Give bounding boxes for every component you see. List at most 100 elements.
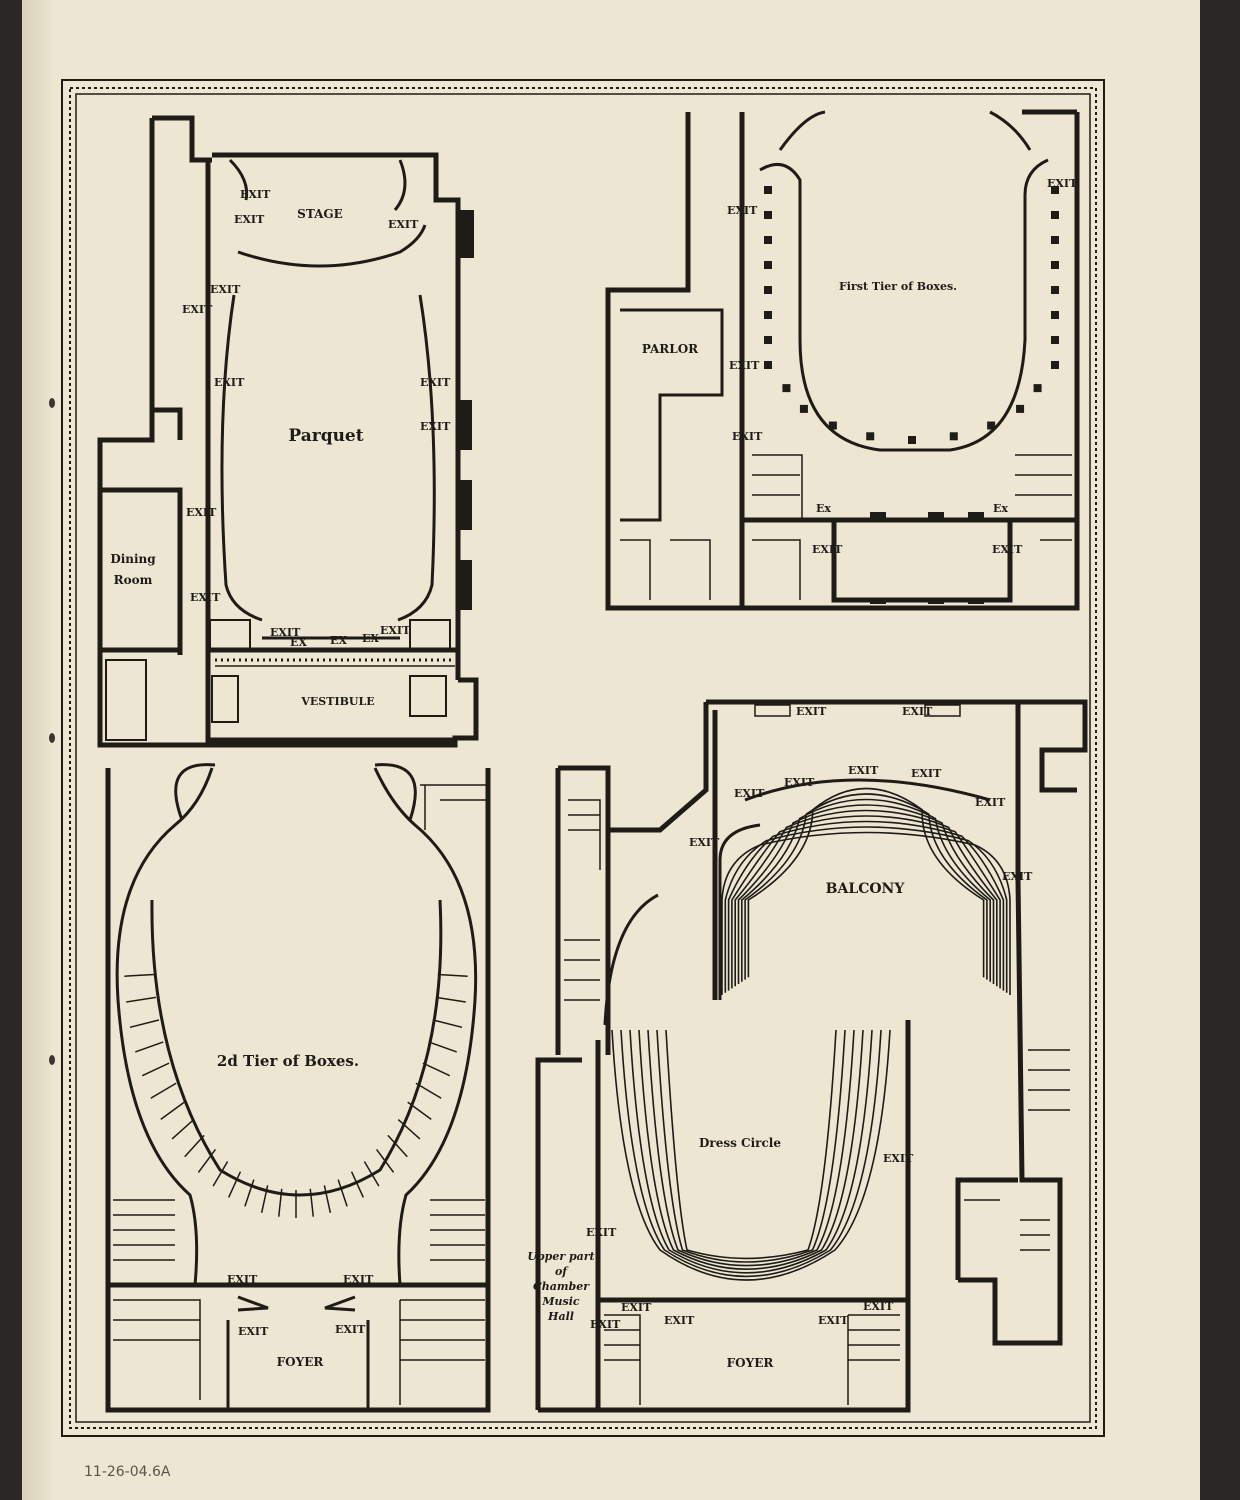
exit-label: EXIT — [734, 787, 765, 800]
box-divider — [375, 1148, 395, 1173]
box-marker — [1051, 286, 1059, 294]
exit-label: EXIT — [1002, 870, 1033, 883]
box-marker — [764, 186, 772, 194]
box-divider — [244, 1179, 255, 1207]
box-divider — [432, 1019, 463, 1029]
box-divider — [428, 1041, 457, 1053]
exit-label: EXIT — [992, 543, 1023, 556]
exit-label: EXIT — [335, 1323, 366, 1336]
exit-label: EXIT — [343, 1273, 374, 1286]
box-divider — [124, 973, 155, 977]
page-border — [61, 79, 1105, 1437]
exit-label: EXIT — [590, 1318, 621, 1331]
dress-circle-row — [638, 1029, 864, 1270]
balcony-seating-rows — [721, 787, 1011, 995]
parquet-title: Parquet — [288, 426, 363, 446]
ex-label: EX — [290, 636, 307, 649]
parlor-label: PARLOR — [642, 342, 699, 356]
binding-holes — [49, 398, 55, 1065]
chamber-music-hall-label-4: Music — [541, 1295, 580, 1308]
ex-label: Ex — [993, 502, 1008, 515]
dress-circle-seating-rows — [611, 1029, 891, 1281]
first-tier-plan: First Tier of Boxes. PARLOR EXIT EXIT EX… — [605, 109, 1080, 611]
dress-circle-row — [611, 1029, 891, 1281]
box-marker — [1033, 384, 1042, 393]
balcony-row — [721, 831, 1011, 995]
chamber-music-hall-label-3: Chamber — [533, 1280, 590, 1293]
exit-label: EXIT — [796, 705, 827, 718]
second-tier-title: 2d Tier of Boxes. — [217, 1052, 359, 1070]
box-marker — [949, 432, 958, 441]
box-marker — [764, 286, 772, 294]
box-marker — [866, 432, 875, 441]
box-divider — [387, 1134, 408, 1158]
balcony-row — [724, 826, 1008, 993]
exit-label: EXIT — [586, 1226, 617, 1239]
exit-label: EXIT — [240, 188, 271, 201]
box-divider — [126, 996, 157, 1003]
box-marker — [1051, 336, 1059, 344]
chamber-music-hall-label-2: of — [555, 1265, 569, 1278]
chamber-music-hall-label-5: Hall — [547, 1310, 574, 1323]
box-divider — [141, 1062, 170, 1077]
floor-plans-figure: STAGE Parquet VESTIBULE Dining Room EXIT… — [49, 79, 1105, 1480]
balcony-title: BALCONY — [826, 881, 906, 897]
exit-label: EXIT — [214, 376, 245, 389]
vestibule-label: VESTIBULE — [300, 695, 374, 708]
ex-label: EX — [330, 634, 347, 647]
exit-label: EXIT — [975, 796, 1006, 809]
box-markers — [764, 186, 1059, 444]
dress-circle-row — [620, 1029, 882, 1278]
box-marker — [1051, 236, 1059, 244]
box-divider — [309, 1188, 315, 1217]
box-divider — [197, 1148, 217, 1173]
exit-label: EXIT — [911, 767, 942, 780]
box-marker — [1051, 361, 1059, 369]
balcony-row — [741, 798, 991, 982]
exit-label: EXIT — [420, 420, 451, 433]
foyer-label: FOYER — [277, 1355, 325, 1369]
exit-label: EXIT — [182, 303, 213, 316]
box-marker — [782, 384, 791, 393]
dress-circle-row — [629, 1029, 873, 1274]
box-divider — [184, 1134, 205, 1158]
exit-label: EXIT — [863, 1300, 894, 1313]
box-divider — [435, 996, 466, 1003]
parquet-plan: STAGE Parquet VESTIBULE Dining Room EXIT… — [97, 115, 479, 748]
box-divider — [337, 1179, 348, 1207]
exit-label: EXIT — [621, 1301, 652, 1314]
box-divider — [350, 1171, 364, 1198]
dress-circle-row — [665, 1029, 837, 1260]
second-tier-plan: 2d Tier of Boxes. FOYER EXIT EXIT EXIT E… — [105, 763, 491, 1413]
box-divider — [129, 1019, 160, 1029]
box-marker — [1051, 261, 1059, 269]
balcony-row — [731, 815, 1001, 989]
balcony-row — [727, 820, 1005, 991]
catalog-annotation: 11-26-04.6A — [84, 1464, 171, 1480]
box-marker — [828, 421, 837, 430]
box-marker — [764, 211, 772, 219]
box-divider — [277, 1188, 283, 1217]
exit-label: EXIT — [186, 506, 217, 519]
exit-label: EXIT — [210, 283, 241, 296]
binding-spine — [22, 0, 50, 1500]
box-marker — [1051, 211, 1059, 219]
box-divider — [363, 1161, 380, 1187]
balcony-row — [744, 793, 988, 980]
box-marker — [1051, 311, 1059, 319]
box-marker — [908, 436, 916, 444]
dress-circle-row — [647, 1029, 855, 1267]
first-tier-title: First Tier of Boxes. — [839, 280, 957, 293]
dress-circle-title: Dress Circle — [699, 1136, 781, 1150]
exit-label: EXIT — [784, 776, 815, 789]
exit-label: EXIT — [1047, 177, 1078, 190]
exit-label: EXIT — [812, 543, 843, 556]
exit-label: EXIT — [883, 1152, 914, 1165]
box-marker — [987, 421, 996, 430]
exit-label: EXIT — [689, 836, 720, 849]
ex-label: Ex — [816, 502, 831, 515]
box-divider — [323, 1185, 332, 1213]
exit-label: EXIT — [238, 1325, 269, 1338]
box-marker — [1051, 186, 1059, 194]
dining-room-label-2: Room — [114, 573, 153, 587]
